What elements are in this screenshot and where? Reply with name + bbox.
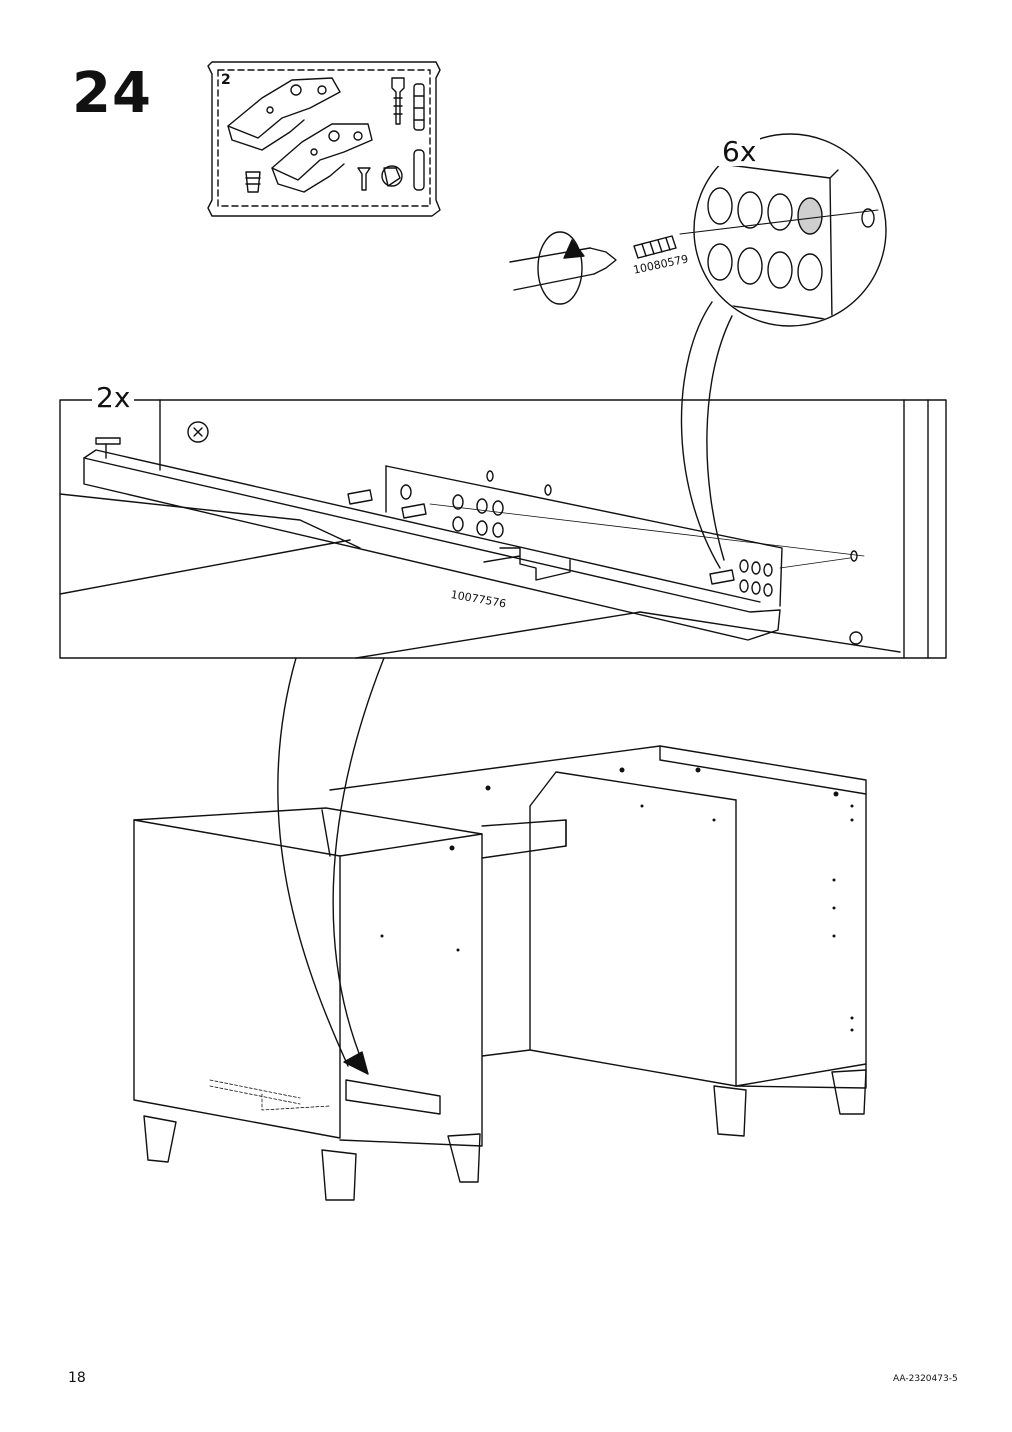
- dowel-icon: [413, 83, 425, 131]
- screwdriver-icon: [509, 247, 617, 291]
- detail-quantity-label: 6x: [718, 138, 761, 166]
- cam-lock-icon: [381, 165, 403, 187]
- step-number: 24: [72, 61, 152, 126]
- cam-screw-icon: [391, 77, 405, 125]
- euro-screw-icon: [633, 235, 677, 259]
- hardware-bag-number: 2: [221, 72, 231, 88]
- callout-pointer: [277, 657, 385, 1075]
- clockwise-rotation-arrow-icon: [537, 231, 585, 305]
- hinge-icon: [271, 123, 373, 193]
- panel-quantity-label: 2x: [92, 384, 135, 412]
- hinge-icon: [227, 77, 341, 151]
- page-number: 18: [68, 1370, 86, 1386]
- hardware-bag: [207, 61, 441, 217]
- euro-screw-icon: [401, 503, 427, 519]
- detail-panel: [59, 399, 947, 659]
- euro-screw-icon: [245, 171, 261, 193]
- small-screw-icon: [357, 167, 371, 191]
- document-code: AA-2320473-5: [893, 1374, 958, 1384]
- euro-screw-icon: [347, 489, 373, 505]
- zoom-detail: [679, 133, 887, 569]
- euro-screw-icon: [709, 569, 735, 585]
- long-dowel-icon: [413, 149, 425, 191]
- cabinet-illustration: [133, 745, 867, 1201]
